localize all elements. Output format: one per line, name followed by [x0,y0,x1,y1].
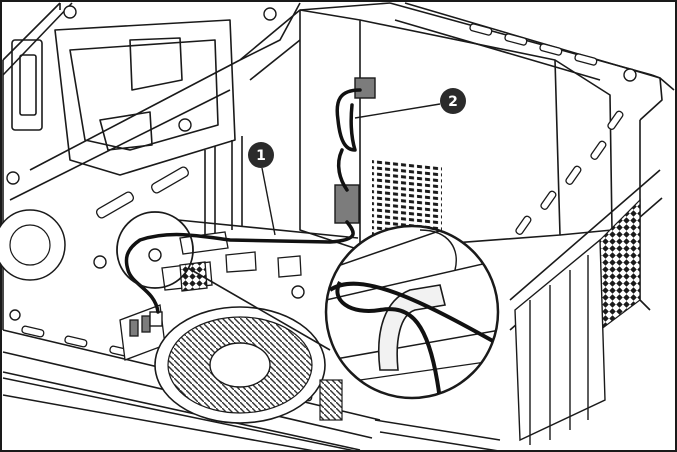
board-connector [149,311,163,327]
callout-2: 2 [440,88,466,114]
callout-1-badge [248,142,274,168]
magnifier-connectors [177,219,359,351]
power-cable [124,88,362,314]
expansion-slots [514,238,606,445]
callout-1-label: 1 [256,148,266,164]
cpu-fan [154,306,343,424]
detail-lens [324,224,500,400]
front-panel [2,377,506,452]
screw-holes [6,5,637,321]
callout-1: 1 [248,142,274,168]
drive-bay-opening [0,209,66,281]
psu-connector-top [354,77,376,99]
callout-2-label: 2 [448,94,458,110]
detail-source-circle [116,211,194,289]
drive-bay-inner-ring [9,224,51,266]
callout-2-badge [440,88,466,114]
callout-2-leader [354,103,441,119]
callout-1-leader [261,167,276,236]
